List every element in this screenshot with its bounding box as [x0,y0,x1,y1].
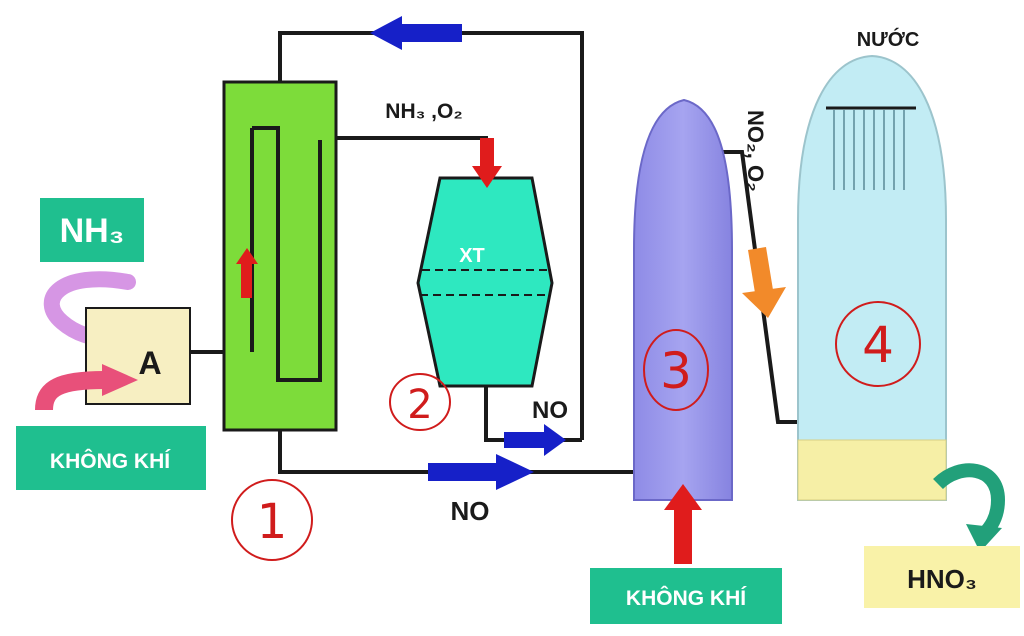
nh3-label: NH₃ [60,212,125,250]
svg-text:4: 4 [862,316,894,374]
nh3-box [40,198,144,262]
catalytic-reactor: XT [416,138,554,388]
orange-down-arrow [742,247,786,318]
red-up-arrow-tower3 [664,484,702,564]
blue-arrow-main-no [428,454,534,490]
blue-arrow-top-return [370,16,462,50]
hno3-label: HNO₃ [907,564,977,594]
heat-exchanger [222,80,338,432]
water-label: NƯỚC [857,27,920,51]
pink-curved-arrow [35,364,138,411]
red-down-arrow-reactor [472,138,502,188]
no-main-label: NO [451,496,490,526]
svg-text:1: 1 [257,494,288,550]
oxidation-tower [633,98,733,564]
stage-number-2: 2 [389,373,451,431]
no-bypass-label: NO [532,397,568,424]
absorption-tower [797,54,947,501]
hno3-box [864,546,1020,608]
stage-number-4: 4 [835,301,921,387]
blue-arrow-bypass [504,424,566,456]
water-spray-lines [833,110,905,190]
svg-text:3: 3 [660,342,692,400]
red-up-arrow-exchanger [236,248,258,298]
khong-khi-left-label: KHÔNG KHÍ [50,449,171,473]
mixer-label: A [138,345,161,381]
teal-curved-arrow [933,463,1006,552]
no2-o2-label: NO₂, O₂ [743,110,768,192]
khong-khi-left-box [16,426,206,490]
stage-number-1: 1 [231,479,313,561]
khong-khi-bottom-box [590,568,782,624]
nh3-o2-label: NH₃ ,O₂ [385,100,462,123]
catalyst-label: XT [459,245,485,267]
stage-number-3: 3 [643,329,709,411]
svg-text:2: 2 [407,382,432,428]
khong-khi-bottom-label: KHÔNG KHÍ [626,586,747,610]
